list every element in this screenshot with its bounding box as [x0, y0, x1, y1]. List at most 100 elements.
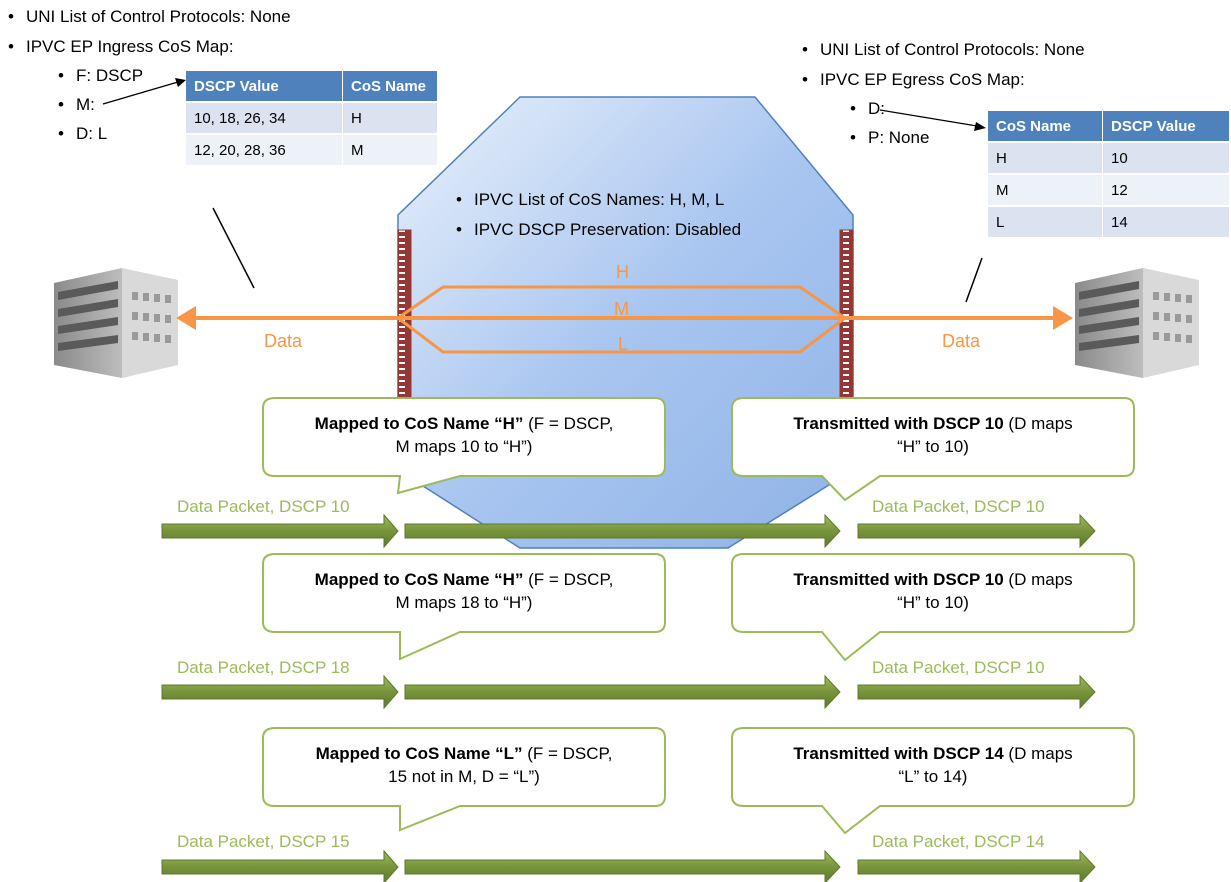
table-cell: 12, 20, 28, 36	[186, 134, 343, 167]
left-bullet-ingress-map: •IPVC EP Ingress CoS Map:	[8, 37, 234, 56]
ingress-callout-text-1: Mapped to CoS Name “H” (F = DSCP, M maps…	[265, 412, 663, 458]
right-bullet-uni-protocols: •UNI List of Control Protocols: None	[802, 40, 1085, 59]
table-cell: 14	[1102, 206, 1230, 239]
table-cell: 10	[1102, 142, 1230, 175]
data-left-label: Data	[264, 331, 303, 351]
callout-text: (F = DSCP,	[523, 570, 614, 589]
callout-text: (F = DSCP,	[522, 744, 613, 763]
packet-arrow-2b	[404, 674, 841, 710]
bullet-text: UNI List of Control Protocols: None	[26, 7, 291, 26]
callout-text: M maps 10 to “H”)	[395, 437, 533, 456]
callout-text: (D maps	[1003, 744, 1073, 763]
h-tunnel-label: H	[616, 262, 629, 282]
left-sub-bullet-m: •M:	[58, 95, 95, 114]
bullet-text: IPVC List of CoS Names: H, M, L	[474, 190, 725, 209]
callout-bold: Transmitted with DSCP 14	[793, 744, 1004, 763]
ipvc-bullet-cos-names: •IPVC List of CoS Names: H, M, L	[456, 190, 725, 209]
packet-out-label-2: Data Packet, DSCP 10	[872, 658, 1045, 677]
bullet-text: M:	[76, 95, 95, 114]
callout-text: (F = DSCP,	[523, 414, 614, 433]
egress-callout-3	[731, 727, 1135, 835]
egress-callout-2	[731, 553, 1135, 662]
ingress-callout-3	[262, 727, 666, 832]
ipvc-bullet-dscp-preservation: •IPVC DSCP Preservation: Disabled	[456, 220, 742, 239]
table-cell: 12	[1102, 174, 1230, 207]
egress-callout-1	[731, 397, 1135, 502]
table-row: 10, 18, 26, 34 H	[186, 102, 438, 135]
ingress-callout-text-3: Mapped to CoS Name “L” (F = DSCP, 15 not…	[265, 742, 663, 788]
egress-callout-text-2: Transmitted with DSCP 10 (D maps “H” to …	[734, 568, 1132, 614]
callout-bold: Mapped to CoS Name “L”	[315, 744, 523, 763]
egress-cos-map-table: CoS Name DSCP Value H 10 M 12 L 14	[988, 111, 1230, 239]
left-bullet-uni-protocols: •UNI List of Control Protocols: None	[8, 7, 291, 26]
callout-text: (D maps	[1003, 414, 1073, 433]
bullet-text: D:	[868, 99, 885, 118]
table-cell: L	[988, 206, 1103, 239]
packet-in-label-2: Data Packet, DSCP 18	[177, 658, 350, 677]
table-header: CoS Name	[342, 71, 438, 103]
callout-bold: Transmitted with DSCP 10	[793, 570, 1004, 589]
table-cell: M	[342, 134, 438, 167]
left-sub-bullet-d: •D: L	[58, 124, 108, 143]
packet-out-label-1: Data Packet, DSCP 10	[872, 497, 1045, 516]
bullet-text: UNI List of Control Protocols: None	[820, 40, 1085, 59]
ingress-m-pointer-arrow	[102, 78, 186, 105]
right-sub-bullet-p: •P: None	[850, 128, 930, 147]
m-tunnel-label: M	[614, 299, 629, 319]
right-sub-bullet-d: •D:	[850, 99, 885, 118]
callout-text: “H” to 10)	[897, 593, 969, 612]
left-building-icon	[54, 268, 178, 378]
right-pointer-line	[965, 257, 983, 303]
bullet-text: IPVC EP Ingress CoS Map:	[26, 37, 234, 56]
l-tunnel	[393, 316, 850, 354]
packet-out-label-3: Data Packet, DSCP 14	[872, 832, 1045, 851]
data-right-label: Data	[942, 331, 981, 351]
bullet-text: IPVC EP Egress CoS Map:	[820, 70, 1025, 89]
table-header: DSCP Value	[1102, 111, 1230, 143]
table-row: H 10	[988, 142, 1230, 175]
table-cell: H	[342, 102, 438, 135]
bullet-text: F: DSCP	[76, 66, 144, 85]
callout-bold: Mapped to CoS Name “H”	[314, 414, 524, 433]
table-cell: M	[988, 174, 1103, 207]
bullet-text: P: None	[868, 128, 930, 147]
packet-arrow-3b	[404, 849, 841, 882]
callout-text: (D maps	[1003, 570, 1073, 589]
table-row: L 14	[988, 206, 1230, 239]
right-bullet-egress-map: •IPVC EP Egress CoS Map:	[802, 70, 1025, 89]
packet-arrow-1c	[857, 513, 1096, 549]
packet-arrow-1a	[161, 513, 399, 549]
left-pointer-line	[212, 207, 255, 289]
ingress-callout-2	[262, 553, 666, 661]
table-row: 12, 20, 28, 36 M	[186, 134, 438, 167]
callout-bold: Mapped to CoS Name “H”	[314, 570, 524, 589]
right-building-icon	[1075, 268, 1199, 378]
bullet-text: IPVC DSCP Preservation: Disabled	[474, 220, 742, 239]
left-sub-bullet-f: •F: DSCP	[58, 66, 144, 85]
callout-text: M maps 18 to “H”)	[395, 593, 533, 612]
packet-arrow-1b	[404, 513, 841, 549]
l-tunnel-label: L	[618, 334, 629, 354]
callout-text: 15 not in M, D = “L”)	[388, 767, 540, 786]
egress-callout-text-1: Transmitted with DSCP 10 (D maps “H” to …	[734, 412, 1132, 458]
packet-arrow-3c	[857, 849, 1096, 882]
packet-in-label-1: Data Packet, DSCP 10	[177, 497, 350, 516]
table-row: M 12	[988, 174, 1230, 207]
table-cell: H	[988, 142, 1103, 175]
table-header: CoS Name	[988, 111, 1103, 143]
table-cell: 10, 18, 26, 34	[186, 102, 343, 135]
egress-callout-text-3: Transmitted with DSCP 14 (D maps “L” to …	[734, 742, 1132, 788]
ipvc-cloud	[397, 96, 854, 549]
packet-in-label-3: Data Packet, DSCP 15	[177, 832, 350, 851]
ingress-callout-1	[262, 397, 666, 495]
egress-d-pointer-arrow	[879, 109, 986, 131]
callout-text: “H” to 10)	[897, 437, 969, 456]
packet-arrow-2c	[857, 674, 1096, 710]
packet-arrow-3a	[161, 849, 399, 882]
bullet-text: D: L	[76, 124, 108, 143]
callout-text: “L” to 14)	[898, 767, 968, 786]
callout-bold: Transmitted with DSCP 10	[793, 414, 1004, 433]
packet-arrow-2a	[161, 674, 399, 710]
table-header: DSCP Value	[186, 71, 343, 103]
